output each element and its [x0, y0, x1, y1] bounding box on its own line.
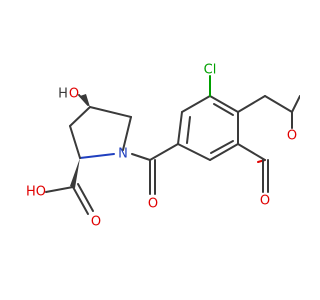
bond-ar5-ar6	[209, 143, 239, 161]
bond-c2-c3	[69, 125, 81, 159]
bond-n-amide-c	[131, 153, 151, 161]
bond-c3-c4	[69, 106, 91, 127]
ring-n-label: N	[118, 147, 128, 162]
bond-ar3-ar4	[209, 95, 239, 113]
bond-ar1-ar2	[177, 111, 183, 145]
bond-cooh-ho	[45, 186, 74, 193]
bond-amide-c-arom	[149, 143, 179, 161]
bond-ar-ch2	[237, 95, 266, 113]
bond-ch-methyl	[291, 95, 300, 113]
ring-o-label: O	[287, 129, 297, 144]
bond-cooh-o-1	[72, 186, 89, 215]
chlorine-label: Cl	[204, 63, 217, 78]
bond-ar2-ar3	[181, 95, 211, 113]
bond-cooh-o-2	[77, 183, 94, 212]
amide-o-label: O	[148, 197, 158, 212]
bond-ar-inner-2	[213, 103, 234, 116]
bond-n-c2	[79, 153, 115, 159]
bond-ar-inner-3	[210, 140, 234, 154]
bond-c4-c5	[89, 106, 132, 118]
acid-ho-label: HO	[26, 185, 46, 200]
bond-ch2-ch	[264, 95, 293, 113]
hydroxyl-h-label: H	[58, 87, 68, 102]
bond-co-ar5	[237, 143, 266, 161]
hydroxyl-o-label: O	[69, 87, 79, 102]
bond-c5-n	[122, 116, 132, 151]
acid-o-label: O	[91, 215, 101, 230]
bond-ar6-ar1	[177, 143, 211, 161]
wedge-c2-cooh	[70, 158, 80, 188]
molecule-diagram: Cl H O HO O N O O O	[26, 63, 300, 230]
bond-c4-oh	[78, 94, 89, 106]
lactone-o-label: O	[260, 194, 270, 209]
bond-ar-inner-1	[186, 116, 191, 144]
